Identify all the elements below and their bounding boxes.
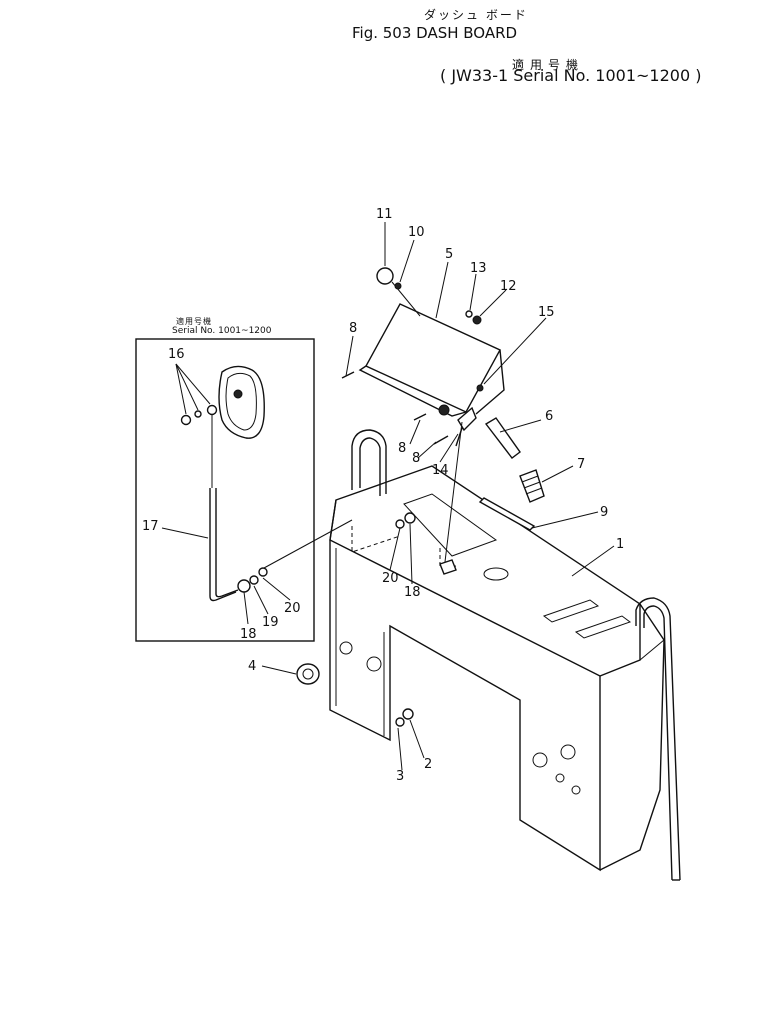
inset-frame [135,338,315,642]
inset-rod [209,488,268,602]
figure-title: Fig. 503 DASH BOARD [352,24,518,42]
callout-20-main: 20 [382,571,399,586]
callout-12: 12 [500,279,517,294]
callout-9: 9 [600,505,608,520]
callout-10: 10 [408,225,425,240]
callout-8b: 8 [398,441,406,456]
inset-mirror [180,365,265,488]
inset-serial: Serial No. 1001~1200 [172,326,272,336]
cable-clamp [439,559,457,575]
dashboard-body [329,465,665,872]
part-9-rod [478,497,536,531]
callout-19: 19 [262,615,279,630]
callout-6: 6 [545,409,553,424]
title-japanese: ダッシュ ボード [424,8,528,22]
applicable-serial-japanese: 適用号機 [512,58,585,72]
inset-serial-japanese: 適用号機 [176,317,212,326]
part-7-spring [519,469,545,503]
part-8-screw-c [433,435,449,445]
part-13-washer [465,310,473,318]
callout-15: 15 [538,305,555,320]
cable-line [443,421,463,571]
callout-18-inset: 18 [240,627,257,642]
callout-2: 2 [424,757,432,772]
callout-11: 11 [376,207,393,222]
callout-8a: 8 [349,321,357,336]
part-12-nut [472,315,482,325]
part-18-20-nuts [395,512,416,529]
part-2-3-bolt [395,708,414,727]
callout-5: 5 [445,247,453,262]
callout-3: 3 [396,769,404,784]
left-handle [351,429,387,496]
callout-20-inset: 20 [284,601,301,616]
callout-7: 7 [577,457,585,472]
callout-14: 14 [432,463,449,478]
knob-rod [376,267,421,317]
part-6-bracket [484,417,521,459]
callout-8c: 8 [412,451,420,466]
part-8-screw-a [341,371,355,379]
callout-1: 1 [616,537,624,552]
part-15-pin [476,384,484,392]
right-handle [635,597,681,881]
inset-connector-line [263,519,353,569]
part-8-screw-b [413,413,427,421]
dash-cover [358,303,505,417]
part-4-grommet [296,663,320,685]
leader-lines [161,222,615,771]
callout-4: 4 [248,659,256,674]
callout-17: 17 [142,519,159,534]
callout-18-main: 18 [404,585,421,600]
applicable-serial: ( JW33-1 Serial No. 1001~1200 ) [440,66,702,85]
callout-13: 13 [470,261,487,276]
callout-16: 16 [168,347,185,362]
